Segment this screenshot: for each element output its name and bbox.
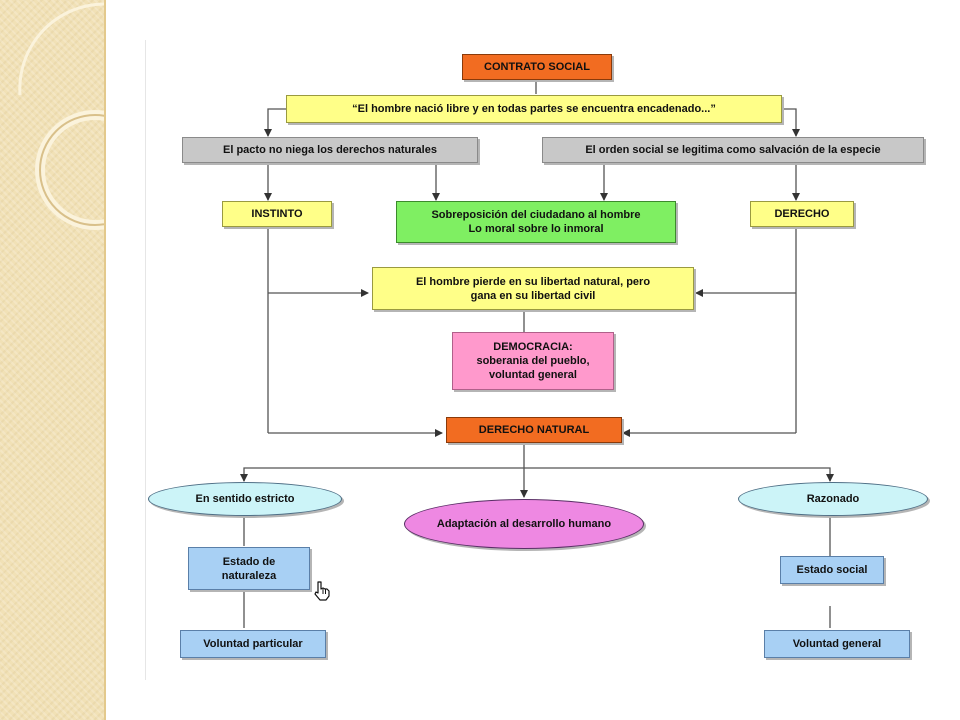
- sobreposicion-box: Sobreposición del ciudadano al hombre Lo…: [396, 201, 676, 243]
- quote-box: “El hombre nació libre y en todas partes…: [286, 95, 782, 123]
- estado-social-box: Estado social: [780, 556, 884, 584]
- decorative-side-strip: [0, 0, 106, 720]
- voluntad-general-box: Voluntad general: [764, 630, 910, 658]
- derecho-natural-box: DERECHO NATURAL: [446, 417, 622, 443]
- pacto-box: El pacto no niega los derechos naturales: [182, 137, 478, 163]
- decorative-rings: [18, 2, 104, 230]
- contrato-social-diagram: CONTRATO SOCIAL “El hombre nació libre y…: [145, 40, 946, 680]
- connector-lines: [240, 80, 834, 628]
- voluntad-particular-box: Voluntad particular: [180, 630, 326, 658]
- adaptacion-ellipse: Adaptación al desarrollo humano: [404, 499, 644, 549]
- instinto-box: INSTINTO: [222, 201, 332, 227]
- derecho-box: DERECHO: [750, 201, 854, 227]
- orden-social-box: El orden social se legitima como salvaci…: [542, 137, 924, 163]
- democracia-box: DEMOCRACIA: soberania del pueblo, volunt…: [452, 332, 614, 390]
- hand-pointer-icon: [314, 581, 330, 601]
- estado-naturaleza-box: Estado de naturaleza: [188, 547, 310, 590]
- contrato-social-title: CONTRATO SOCIAL: [462, 54, 612, 80]
- sentido-estricto-ellipse: En sentido estricto: [148, 482, 342, 516]
- razonado-ellipse: Razonado: [738, 482, 928, 516]
- libertad-box: El hombre pierde en su libertad natural,…: [372, 267, 694, 310]
